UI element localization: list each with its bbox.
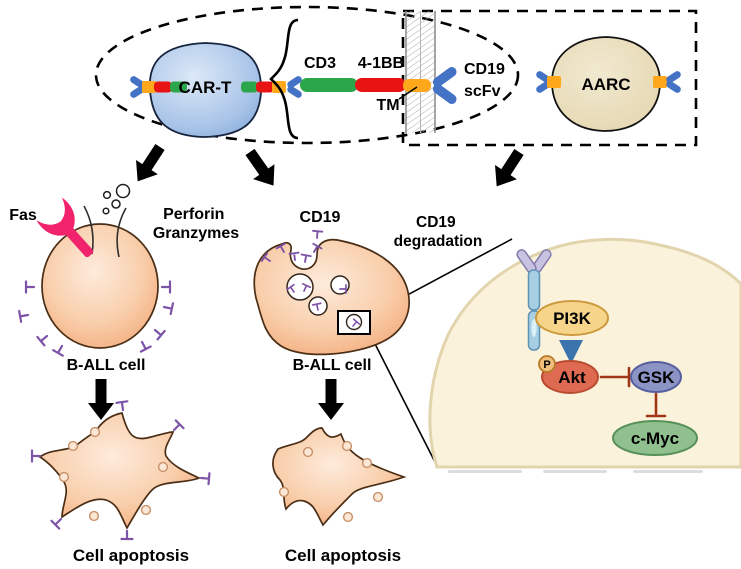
arrow-to-left-pathway-icon [126, 139, 171, 189]
car-receptor-left-icon [128, 74, 187, 100]
arrow-to-signaling-icon [485, 144, 530, 194]
cmyc-label: c-Myc [631, 429, 679, 448]
apoptotic-cell-mid [272, 427, 407, 527]
arrow-mid-apoptosis-icon [318, 379, 344, 420]
tm-pointer-line [398, 86, 418, 100]
aarc-cell: AARC [534, 36, 683, 132]
b-all-mid-label: B-ALL cell [293, 357, 372, 374]
apoptosis-left-label: Cell apoptosis [73, 546, 189, 565]
akt-node [541, 360, 599, 394]
cell-interior-icon [428, 237, 741, 469]
cd19-degradation-label: CD19 degradation [394, 214, 483, 250]
gsk-cmyc-inhibition-icon [645, 392, 667, 418]
aarc-label: AARC [581, 75, 630, 94]
pi3k-label: PI3K [553, 309, 592, 328]
internalized-vesicles [286, 273, 350, 316]
b-all-left-label: B-ALL cell [67, 357, 146, 374]
zoom-box [337, 310, 371, 335]
aarc-group-dashed-box [401, 9, 698, 147]
panel-shadow-icon [448, 470, 703, 473]
phospho-label: P [543, 359, 550, 371]
membrane-band-icon [405, 11, 436, 133]
panel-receptor-icon [516, 249, 552, 351]
aarc-receptor-left-icon [534, 69, 561, 95]
costim-domain-icon [355, 78, 406, 92]
arrow-left-apoptosis-icon [88, 379, 114, 420]
fas-label: Fas [9, 207, 37, 224]
pi3k-node [535, 300, 609, 336]
perforin-granzymes-label: Perforin Granzymes [153, 206, 239, 242]
zoom-line-bottom [369, 333, 438, 467]
brace-icon [269, 18, 299, 140]
granzyme-bubbles-icon [102, 183, 131, 215]
car-construct: CD3 4-1BB TM CD19 scFv [300, 55, 509, 114]
tm-label: TM [376, 97, 399, 114]
cart-group-dashed-ellipse [94, 5, 520, 145]
car-t-label: CAR-T [179, 78, 232, 97]
gsk-label: GSK [638, 368, 676, 387]
fas-receptor-icon [36, 197, 94, 258]
signaling-panel: PI3K P Akt GSK c-Myc [428, 237, 741, 473]
phospho-badge [538, 355, 556, 373]
apoptotic-cell-left [30, 400, 211, 541]
arrow-to-mid-pathway-icon [239, 144, 285, 194]
scfv-label: CD19 scFv [464, 61, 509, 100]
apoptosis-mid-label: Cell apoptosis [285, 546, 401, 565]
gsk-node [630, 361, 682, 393]
cd3-label: CD3 [304, 55, 336, 72]
mid-b-all-cell [253, 229, 410, 356]
car-t-cell: CAR-T [128, 42, 304, 138]
akt-gsk-inhibition-icon [599, 366, 631, 388]
aarc-receptor-right-icon [653, 69, 683, 95]
akt-label: Akt [558, 368, 586, 387]
costim-label: 4-1BB [358, 55, 404, 72]
cd19-label: CD19 [300, 209, 341, 226]
tm-domain-icon [403, 79, 431, 92]
cmyc-node [612, 420, 698, 456]
cd3-domain-icon [300, 78, 358, 92]
left-b-all-cell [18, 183, 175, 357]
